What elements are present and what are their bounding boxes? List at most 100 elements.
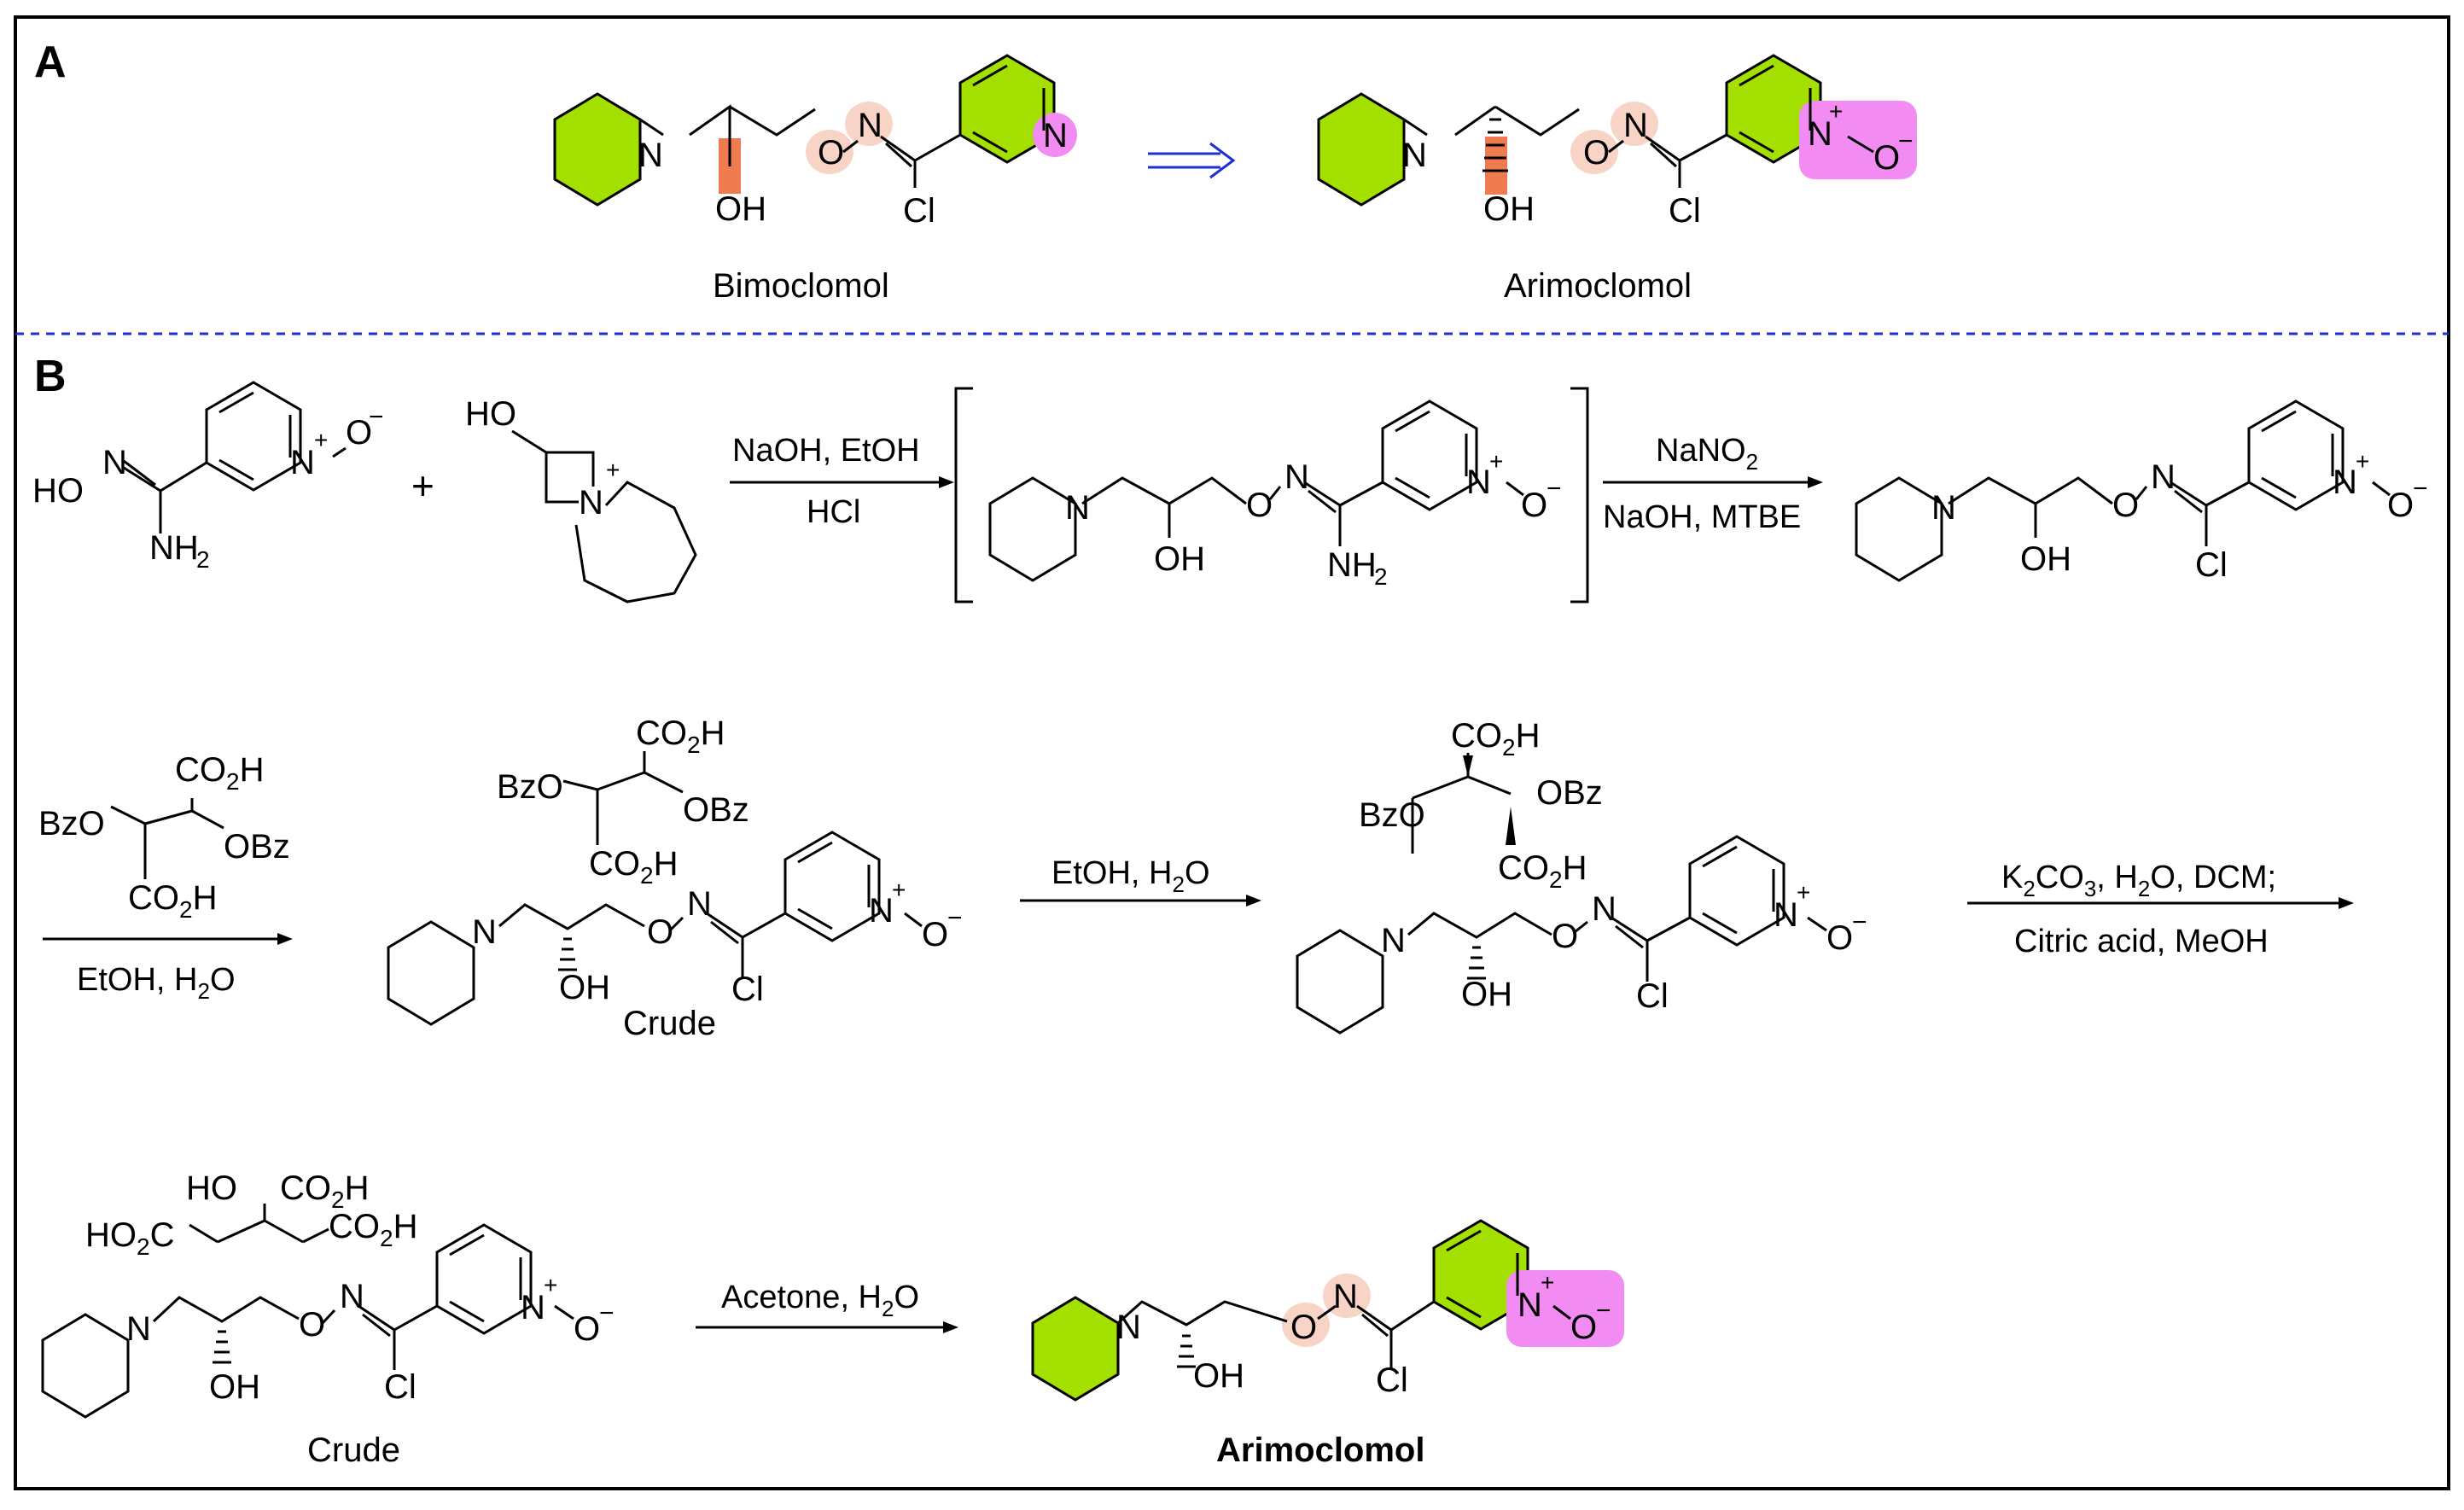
reagent-step6-top: Acetone, H2O [721, 1280, 919, 1321]
bimoclomol-name: Bimoclomol [713, 267, 889, 305]
piperidine-n: N [1381, 922, 1406, 959]
pyridine-n: N [1808, 115, 1832, 153]
co2h-top: CO2H [280, 1169, 369, 1213]
ho-label: HO [32, 472, 84, 510]
o-minus-charge: − [1898, 127, 1914, 155]
crude-label-2: Crude [307, 1431, 400, 1469]
o-label: O [1246, 487, 1273, 524]
bond-lines [1608, 133, 1874, 188]
oh-label: OH [2020, 540, 2071, 578]
panel-b-label: B [34, 352, 67, 401]
arimoclomol-final: N OH O N Cl N + O − Arimoclomol [1031, 1219, 1624, 1469]
aromatic-bonds [1739, 64, 1812, 154]
n-oxide-o: O [922, 916, 948, 953]
o-minus-charge: − [947, 904, 963, 932]
oh-label: OH [1154, 540, 1205, 578]
bond-lines [152, 1296, 574, 1370]
reagent-step5-bottom: Citric acid, MeOH [2014, 924, 2269, 959]
aromatic-bonds [218, 391, 292, 481]
reagent-step2-bottom: NaOH, MTBE [1603, 499, 1801, 535]
oh-label: OH [1193, 1357, 1244, 1395]
reagent-step2-top: NaNO2 [1656, 433, 1758, 475]
pyridine-ring [205, 381, 302, 492]
n-label: N [1284, 458, 1309, 496]
oh-label: OH [559, 969, 610, 1006]
oxime-highlight [806, 130, 853, 174]
aromatic-bonds [972, 64, 1046, 154]
bond-lines [562, 751, 684, 845]
bond-lines [842, 133, 961, 188]
double-right-arrow-icon [1148, 142, 1236, 179]
pyridine-ring [2247, 399, 2345, 511]
n-plus-charge: + [1829, 98, 1843, 125]
n-plus-charge: + [892, 877, 906, 903]
right-arrow-icon [1603, 476, 1823, 488]
cl-label: Cl [1376, 1361, 1408, 1399]
bzo-label: BzO [38, 805, 105, 842]
bond-lines [511, 429, 697, 603]
oxime-highlight [1570, 130, 1618, 174]
reagent-step4-top: EtOH, H2O [1051, 855, 1210, 897]
bond-lines [1948, 476, 2250, 546]
n-oxide-o: O [1873, 139, 1900, 177]
racemic-arimoclomol: N OH O N Cl N + O − [1855, 399, 2428, 584]
n-label: N [687, 885, 712, 923]
aromatic-bonds [1702, 845, 1775, 935]
pyridine-ring [435, 1223, 533, 1335]
arimoclomol-name-a: Arimoclomol [1504, 267, 1692, 305]
nh2-label: NH [1327, 546, 1377, 584]
plus-icon: + [411, 463, 434, 508]
oxime-highlight [1282, 1303, 1330, 1347]
obz-label: OBz [224, 828, 290, 866]
oh-label: OH [715, 190, 766, 228]
n-plus-charge: + [606, 457, 620, 483]
n-plus-charge: + [314, 427, 328, 453]
right-arrow-icon [730, 476, 954, 488]
nh2-subscript: 2 [196, 546, 210, 573]
piperidine-ring-highlight [1317, 92, 1406, 207]
crude-label-1: Crude [623, 1005, 716, 1042]
reagent-step3-bottom: EtOH, H2O [77, 962, 236, 1004]
cl-label: Cl [384, 1368, 416, 1406]
pyridine-n: N [1466, 463, 1491, 501]
o-minus-charge: − [1596, 1297, 1611, 1325]
pyridine-n: N [2333, 463, 2357, 501]
azetidinium-salt: HO N + [465, 395, 697, 603]
co2h-right: CO2H [329, 1208, 417, 1251]
o-label: O [2112, 487, 2139, 524]
crude-citrate-salt: HO CO2H HO2C CO2H N OH O N Cl N + O − Cr… [41, 1169, 615, 1469]
cl-label: Cl [1669, 192, 1701, 230]
n-oxide-o: O [574, 1310, 600, 1348]
piperidine-n: N [1065, 489, 1090, 527]
piperidine-n: N [1931, 489, 1956, 527]
co2h-bottom: CO2H [1498, 849, 1587, 893]
piperidine-ring [387, 920, 475, 1026]
bond-lines [189, 1204, 329, 1244]
pyridine-ring [783, 831, 881, 942]
pyridine-n: N [869, 892, 894, 930]
cl-label: Cl [2195, 546, 2228, 584]
reagent-step5-top: K2CO3, H2O, DCM; [2001, 860, 2276, 901]
o-minus-charge: − [2413, 475, 2428, 503]
o-minus-charge: − [1547, 475, 1562, 503]
nh2-subscript: 2 [1374, 563, 1388, 590]
n-label: N [1592, 890, 1616, 928]
o-label: O [647, 913, 673, 951]
bimoclomol-structure: N OH O N Cl N Bimoclomol [553, 54, 1077, 305]
aromatic-bonds [449, 1233, 522, 1323]
purified-dbta-salt: CO2H BzO OBz CO2H N OH O N Cl N + O − [1296, 717, 1867, 1035]
pyridine-ring-highlight [1725, 54, 1822, 164]
n-label: N [340, 1278, 364, 1315]
piperidine-n: N [126, 1310, 151, 1348]
bzo-label: BzO [497, 768, 563, 806]
n-plus-charge: + [1489, 448, 1503, 475]
bond-lines [1411, 753, 1512, 854]
oxime-n: N [102, 444, 127, 481]
ho2c-label: HO2C [85, 1216, 174, 1260]
reagent-step1-bottom: HCl [807, 494, 860, 530]
n-oxide-o: O [1521, 487, 1547, 524]
azetidinium-n: N [579, 484, 603, 522]
pyridine-n: N [1774, 896, 1798, 934]
